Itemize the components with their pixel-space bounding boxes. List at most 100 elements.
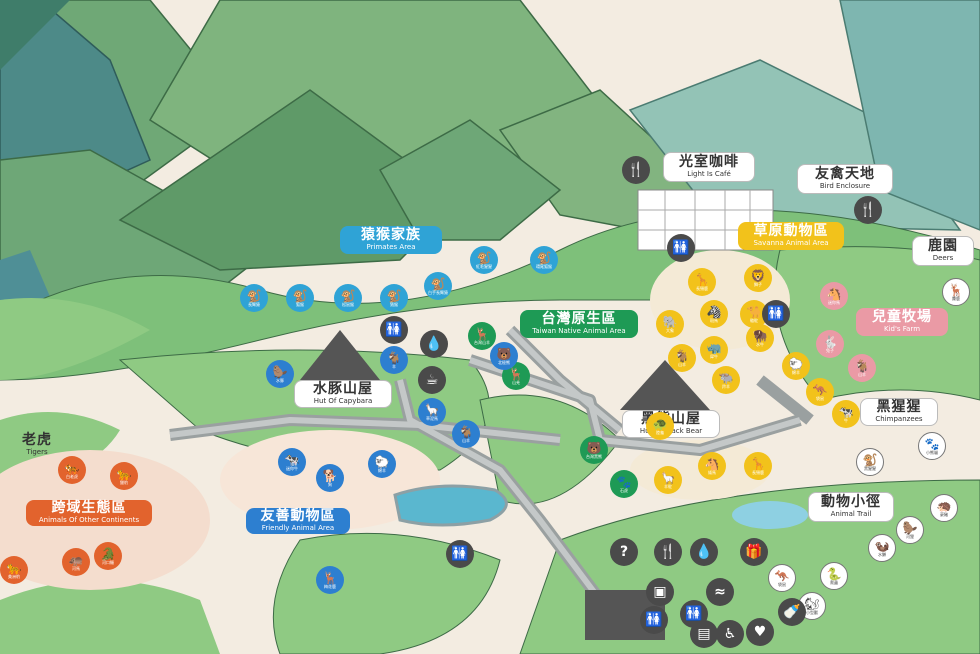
restroom-icon[interactable]: 🚻 (380, 316, 408, 344)
animal-name: 大象 (666, 327, 674, 333)
restroom-icon[interactable]: 🚻 (640, 606, 668, 634)
animal-marker-primates[interactable]: 🐒狐猴 (286, 284, 314, 312)
animal-marker-savanna[interactable]: 🐃羚羊 (712, 366, 740, 394)
dining-icon[interactable]: 🍴 (654, 538, 682, 566)
animal-marker-savanna[interactable]: 🦓斑馬 (700, 300, 728, 328)
water-icon[interactable]: 💧 (690, 538, 718, 566)
water-icon[interactable]: 💧 (420, 330, 448, 358)
area-name-en: Bird Enclosure (819, 182, 871, 191)
animal-name: 袋鼠 (778, 581, 786, 587)
animal-marker-primates[interactable]: 🐒白手長臂猿 (424, 272, 452, 300)
area-name: 台灣原生區 (541, 310, 617, 327)
animal-marker-friendly[interactable]: 🐄迷你牛 (278, 448, 306, 476)
area-name: 黑猩猩 (876, 398, 922, 415)
animal-marker-continents[interactable]: 🐆獵豹 (110, 462, 138, 490)
animal-marker-savanna[interactable]: 🐢陸龜 (646, 412, 674, 440)
animal-marker-friendly[interactable]: 🦙草泥馬 (418, 398, 446, 426)
animal-marker-savanna[interactable]: 🦙羊駝 (654, 466, 682, 494)
pool-icon[interactable]: ≈ (706, 578, 734, 606)
animal-marker-kids[interactable]: 🐇兔子 (816, 330, 844, 358)
shop-icon[interactable]: 🎁 (740, 538, 768, 566)
animal-marker-neutral[interactable]: 🐒黑猩猩 (856, 448, 884, 476)
animal-marker-kids[interactable]: 🐴迷你馬 (820, 282, 848, 310)
seat-icon[interactable]: ☕ (418, 366, 446, 394)
atm-icon[interactable]: ▣ (646, 578, 674, 606)
animal-name: 狐猴 (296, 301, 304, 307)
dining-icon[interactable]: 🍴 (622, 156, 650, 184)
animal-marker-continents[interactable]: 🐆美洲豹 (0, 556, 28, 584)
restroom-icon[interactable]: 🚻 (762, 300, 790, 328)
animal-marker-friendly[interactable]: 🦌梅花鹿 (316, 566, 344, 594)
animal-marker-friendly[interactable]: 🐐山羊 (452, 420, 480, 448)
animal-marker-taiwan[interactable]: 🦌台灣山羊 (468, 322, 496, 350)
animal-marker-neutral[interactable]: 🦘袋鼠 (768, 564, 796, 592)
animal-marker-continents[interactable]: 🐅白老虎 (58, 456, 86, 484)
animal-marker-continents[interactable]: 🦛河馬 (62, 548, 90, 576)
locker-icon[interactable]: ▤ (690, 620, 718, 648)
animal-marker-friendly[interactable]: 🐑綿羊 (368, 450, 396, 478)
restroom-icon[interactable]: 🚻 (667, 234, 695, 262)
animal-marker-savanna[interactable]: 🦬水牛 (746, 324, 774, 352)
animal-marker-savanna[interactable]: 🦁獅子 (744, 264, 772, 292)
animal-marker-primates[interactable]: 🐒紅毛猩猩 (470, 246, 498, 274)
animal-marker-savanna[interactable]: 🐑綿羊 (782, 352, 810, 380)
restroom-icon[interactable]: 🚻 (446, 540, 474, 568)
animal-marker-savanna[interactable]: 🐄牛 (832, 400, 860, 428)
animal-marker-savanna[interactable]: 🦒長頸鹿 (688, 268, 716, 296)
animal-icon: 🐆 (6, 560, 22, 575)
animal-marker-savanna[interactable]: 🐘大象 (656, 310, 684, 338)
animal-icon: 🐑 (788, 356, 804, 371)
animal-marker-taiwan[interactable]: 🐾石虎 (610, 470, 638, 498)
animal-marker-neutral[interactable]: 🦌麋鹿 (942, 278, 970, 306)
animal-marker-friendly[interactable]: 🐕狗 (316, 464, 344, 492)
animal-marker-savanna[interactable]: 🦒長頸鹿 (744, 452, 772, 480)
animal-marker-neutral[interactable]: 🐾小熊貓 (918, 432, 946, 460)
animal-marker-primates[interactable]: 🐒狨猴 (380, 284, 408, 312)
animal-marker-savanna[interactable]: 🦘袋鼠 (806, 378, 834, 406)
animal-marker-taiwan[interactable]: 🐻台灣黑熊 (580, 436, 608, 464)
animal-name: 河馬 (72, 565, 80, 571)
nursing-icon[interactable]: 🍼 (778, 598, 806, 626)
animal-marker-kids[interactable]: 🐐山羊 (848, 354, 876, 382)
animal-name: 羚羊 (722, 383, 730, 389)
animal-marker-neutral[interactable]: 🦫河狸 (896, 516, 924, 544)
info-icon[interactable]: ? (610, 538, 638, 566)
animal-marker-primates[interactable]: 🐒松鼠猴 (334, 284, 362, 312)
animal-marker-friendly[interactable]: 🐻北極熊 (490, 342, 518, 370)
animal-marker-primates[interactable]: 🐒環尾狐猴 (530, 246, 558, 274)
animal-marker-neutral[interactable]: 🦦水獺 (868, 534, 896, 562)
dining-icon[interactable]: 🍴 (854, 196, 882, 224)
animal-name: 豪豬 (940, 511, 948, 517)
accessible-icon[interactable]: ♿ (716, 620, 744, 648)
animal-marker-neutral[interactable]: 🦔豪豬 (930, 494, 958, 522)
area-name-en: Light Is Café (687, 170, 731, 179)
animal-marker-friendly[interactable]: 🦫水豚 (266, 360, 294, 388)
animal-marker-continents[interactable]: 🐊河口鱷 (94, 542, 122, 570)
animal-marker-primates[interactable]: 🐒長臂猿 (240, 284, 268, 312)
animal-marker-savanna[interactable]: 🐐山羊 (668, 344, 696, 372)
animal-name: 長頸鹿 (696, 285, 708, 291)
animal-icon: 🦔 (936, 498, 952, 513)
area-name-en: Kid's Farm (883, 325, 921, 334)
first-aid-icon[interactable]: ♥ (746, 618, 774, 646)
animal-marker-friendly[interactable]: 🐐羊 (380, 346, 408, 374)
animal-marker-savanna[interactable]: 🐴矮馬 (698, 452, 726, 480)
animal-marker-savanna[interactable]: 🦏犀牛 (700, 336, 728, 364)
animal-icon: 🐕 (322, 468, 338, 483)
animal-name: 河口鱷 (102, 559, 114, 565)
animal-marker-neutral[interactable]: 🐍爬蟲 (820, 562, 848, 590)
